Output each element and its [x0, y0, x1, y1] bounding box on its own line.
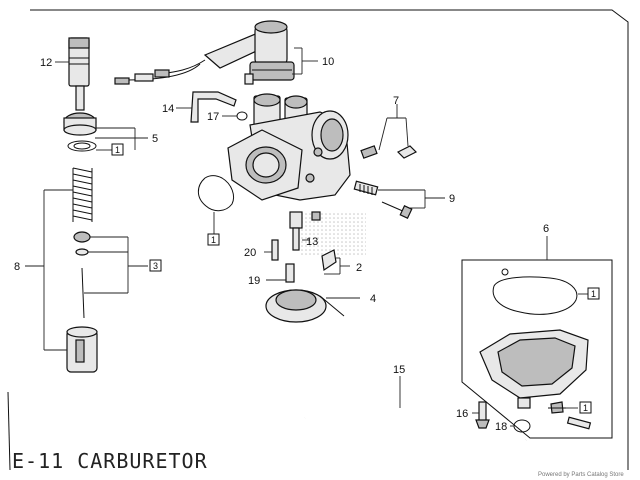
bowl-gasket — [492, 268, 588, 315]
callout-18: 18 — [495, 421, 507, 433]
qty-box-top-cap: 1 — [111, 143, 124, 156]
flange-gasket — [197, 175, 235, 234]
callout-19: 19 — [248, 275, 260, 287]
callout-12: 12 — [40, 57, 52, 69]
callout-16: 16 — [456, 408, 468, 420]
callout-20: 20 — [244, 247, 256, 259]
drain-tube-15 — [304, 376, 528, 446]
callout-13: 13 — [306, 236, 318, 248]
adjust-screws-9 — [353, 180, 445, 220]
callout-4: 4 — [370, 293, 376, 305]
page-title: E-11 CARBURETOR — [12, 449, 208, 473]
top-cap-5 — [63, 85, 97, 136]
svg-text:1: 1 — [591, 289, 596, 299]
callout-6: 6 — [543, 223, 549, 235]
left-leader-lines — [25, 61, 148, 351]
page-frame — [7, 9, 629, 471]
callout-9: 9 — [449, 193, 455, 205]
bowl-screws — [548, 401, 592, 430]
callout-10: 10 — [322, 56, 334, 68]
slow-jet-20 — [264, 239, 279, 261]
needle-jet-19 — [266, 263, 295, 283]
screws-7 — [360, 104, 418, 159]
callout-15: 15 — [393, 364, 405, 376]
throttle-spring-8 — [72, 167, 93, 222]
main-jet-13 — [289, 211, 321, 251]
callout-7: 7 — [393, 95, 399, 107]
svg-text:1: 1 — [115, 145, 120, 155]
drain-screw-16 — [472, 401, 490, 429]
qty-box-gasket: 1 — [207, 233, 220, 246]
svg-text:1: 1 — [583, 403, 588, 413]
callout-5: 5 — [152, 133, 158, 145]
qty-box-bowl-gasket: 1 — [587, 287, 600, 300]
top-leader-10 — [292, 47, 318, 75]
vent-tube-14 — [176, 91, 237, 123]
qty-box-needle-set: 3 — [149, 259, 162, 272]
svg-text:1: 1 — [211, 235, 216, 245]
qty-box-bowl-screw: 1 — [579, 401, 592, 414]
carburetor-body — [227, 93, 351, 201]
throttle-valve-8 — [66, 326, 98, 373]
watermark-text: Powered by Parts Catalog Store — [538, 472, 624, 478]
float-bowl — [479, 329, 589, 409]
jet-needle-8 — [81, 267, 85, 319]
o-ring-5 — [67, 140, 97, 152]
float-needle-2 — [321, 249, 350, 275]
callout-2: 2 — [356, 262, 362, 274]
auto-choke-10 — [114, 20, 295, 85]
clip-17 — [222, 111, 248, 121]
mesh-watermark-area — [300, 212, 366, 256]
callout-14: 14 — [162, 103, 174, 115]
svg-text:3: 3 — [153, 261, 158, 271]
clip-18 — [510, 419, 531, 433]
callout-17: 17 — [207, 111, 219, 123]
callout-8: 8 — [14, 261, 20, 273]
needle-clip-8 — [73, 231, 91, 256]
bowl-assembly-frame-6 — [461, 236, 613, 439]
callout-labels: 12 5 8 10 14 17 7 9 13 20 19 2 4 6 15 16… — [14, 56, 549, 433]
cable-adjuster-12 — [68, 37, 90, 87]
float-4 — [265, 289, 360, 323]
